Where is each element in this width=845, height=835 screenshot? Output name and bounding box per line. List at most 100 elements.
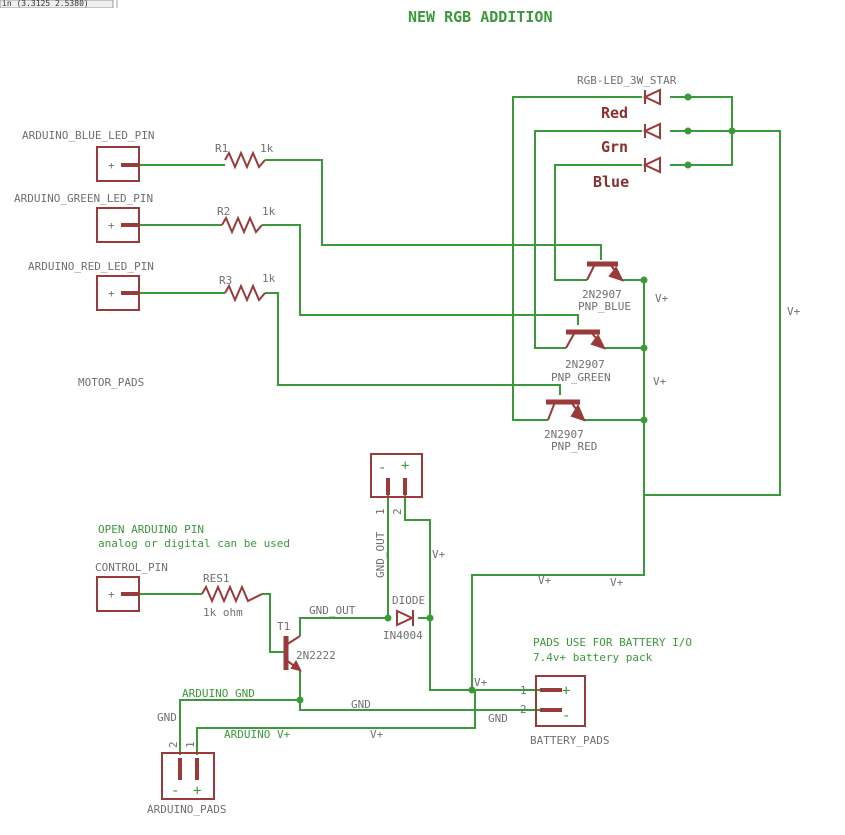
junction-dot [684, 161, 692, 169]
red-pin-label: ARDUINO_RED_LED_PIN [28, 260, 154, 273]
pnp-green-transistor [565, 329, 606, 350]
junction-dot [426, 614, 434, 622]
led-grn-label: Grn [601, 138, 628, 156]
junction-dot [684, 93, 692, 101]
gnd-out-pad [370, 453, 423, 498]
pnp-red-part: 2N2907 [544, 428, 584, 441]
diode-label: DIODE [392, 594, 425, 607]
pin-number: 1 [374, 508, 387, 515]
arduino-vplus-label: ARDUINO V+ [224, 728, 291, 741]
wires [140, 96, 781, 755]
t1-label: T1 [277, 620, 290, 633]
junction-dot [640, 344, 648, 352]
pnp-blue-transistor [586, 261, 624, 282]
vplus-label: V+ [432, 548, 446, 561]
wire-led-red-coll [512, 96, 642, 421]
pad-plus: + [401, 458, 409, 474]
battery-pads-label: BATTERY_PADS [530, 734, 609, 747]
pin-number: 2 [391, 508, 404, 515]
pad-minus: - [562, 708, 570, 724]
coordinate-readout: in (3.3125 2.5380) [2, 0, 89, 8]
junction-dot [384, 614, 392, 622]
pnp-red-name: PNP_RED [551, 440, 597, 453]
junction-dot [728, 127, 736, 135]
gnd-out-label: GND_OUT [309, 604, 356, 617]
battery-note-voltage: 7.4v+ battery pack [533, 651, 653, 664]
junctions [296, 93, 736, 704]
pin-number: 2 [167, 741, 180, 748]
r3-label: R3 [219, 274, 232, 287]
wire-arduino-gnd [179, 699, 300, 755]
pnp-green-name: PNP_GREEN [551, 371, 611, 384]
led-red-diode [642, 88, 661, 106]
control-pin-pad [96, 576, 140, 612]
vplus-label: V+ [653, 375, 667, 388]
pad-plus: + [108, 588, 115, 601]
led-blue-label: Blue [593, 173, 629, 191]
control-pin-label: CONTROL_PIN [95, 561, 168, 574]
blue-pin-label: ARDUINO_BLUE_LED_PIN [22, 129, 154, 142]
open-pin-note: analog or digital can be used [98, 537, 290, 550]
wire-arduino-vplus [196, 690, 476, 755]
pnp-blue-name: PNP_BLUE [578, 300, 631, 313]
junction-dot [468, 686, 476, 694]
vplus-label: V+ [474, 676, 488, 689]
wire-led-grn-coll [534, 130, 642, 349]
arduino-pad [161, 752, 215, 800]
green-pin-pad [96, 207, 140, 243]
res1-value: 1k ohm [203, 606, 243, 619]
r2-label: R2 [217, 205, 230, 218]
motor-pads-label: MOTOR_PADS [78, 376, 144, 389]
coordinate-status-bar: in (3.3125 2.5380) [0, 0, 118, 8]
pin-number: 1 [184, 741, 197, 748]
wire-r1-base [265, 159, 602, 260]
gnd-label: GND [351, 698, 371, 711]
arduino-pads-label: ARDUINO_PADS [147, 803, 226, 816]
wire-led-blue-coll [554, 164, 642, 281]
wire-t1-collector [299, 617, 388, 636]
r3-value: 1k [262, 272, 276, 285]
vplus-label: V+ [610, 576, 624, 589]
battery-note: PADS USE FOR BATTERY I/O [533, 636, 692, 649]
led-star-label: RGB-LED_3W_STAR [577, 74, 677, 87]
r1-label: R1 [215, 142, 228, 155]
parts [96, 88, 661, 800]
vplus-label: V+ [538, 574, 552, 587]
vplus-label: V+ [787, 305, 801, 318]
schematic-title: NEW RGB ADDITION [408, 8, 553, 26]
wire-emitter-rail [471, 279, 645, 690]
t1-npn-transistor [283, 635, 302, 672]
wire-t1-emitter [299, 670, 540, 711]
red-pin-pad [96, 275, 140, 311]
pad-plus: + [193, 783, 201, 799]
pnp-blue-part: 2N2907 [582, 288, 622, 301]
wire-res1-t1 [262, 593, 284, 653]
resistor-r3 [224, 283, 266, 303]
wire-top-pad-2 [404, 488, 540, 691]
wire-r3-base [265, 292, 561, 395]
pin-number: 1 [520, 684, 527, 697]
resistor-r2 [221, 215, 263, 235]
vplus-label: V+ [655, 292, 669, 305]
gnd-label: GND [157, 711, 177, 724]
r1-value: 1k [260, 142, 274, 155]
pad-plus: + [108, 287, 115, 300]
led-grn-diode [642, 122, 661, 140]
resistor-res1 [201, 584, 263, 604]
junction-dot [640, 276, 648, 284]
res1-label: RES1 [203, 572, 230, 585]
pad-minus: - [171, 783, 179, 799]
pad-plus: + [562, 683, 570, 699]
diode-in4004 [396, 609, 415, 627]
led-blue-diode [642, 156, 661, 174]
vplus-label: V+ [370, 728, 384, 741]
green-pin-label: ARDUINO_GREEN_LED_PIN [14, 192, 153, 205]
pnp-green-part: 2N2907 [565, 358, 605, 371]
pad-plus: + [108, 219, 115, 232]
r2-value: 1k [262, 205, 276, 218]
blue-pin-pad [96, 146, 140, 182]
t1-value: 2N2222 [296, 649, 336, 662]
open-pin-label: OPEN ARDUINO PIN [98, 523, 204, 536]
pin-number: 2 [520, 703, 527, 716]
junction-dot [684, 127, 692, 135]
